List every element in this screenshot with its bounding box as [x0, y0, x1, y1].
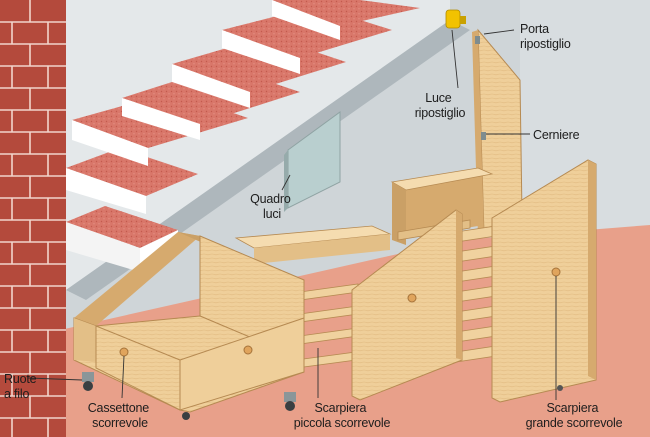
label-ruote-a-filo: Ruote a filo [4, 372, 40, 401]
hinge-icon [481, 132, 486, 140]
stair-step [66, 148, 198, 214]
bulb-icon [445, 9, 466, 29]
label-cerniere: Cerniere [533, 128, 580, 142]
label-porta-ripostiglio: Porta ripostiglio [520, 22, 571, 51]
stair-step [272, 0, 420, 40]
label-quadro-luci: Quadro luci [250, 192, 294, 221]
shoe-rack-shelves [455, 225, 497, 363]
knob-icon [243, 345, 253, 355]
knob-icon [551, 267, 561, 277]
label-luce-ripostiglio: Luce ripostiglio [415, 91, 466, 120]
scarpiera-piccola [234, 209, 463, 401]
wheel-icon [182, 412, 190, 420]
label-scarpiera-grande: Scarpiera grande scorrevole [526, 401, 623, 430]
brick-column [0, 0, 66, 437]
cassettone [73, 232, 305, 420]
knob-icon [407, 293, 417, 303]
wheel-icon [82, 372, 94, 391]
label-scarpiera-piccola: Scarpiera piccola scorrevole [294, 401, 391, 430]
leader-lines [27, 29, 557, 400]
light-panel [284, 111, 341, 212]
label-cassettone-scorrevole: Cassettone scorrevole [88, 401, 153, 430]
staircase [66, 0, 470, 300]
knob-icon [119, 347, 129, 357]
scarpiera-grande [390, 159, 597, 403]
wheel-icon [284, 392, 296, 411]
hinge-icon [475, 36, 480, 44]
storage-door [472, 28, 523, 238]
wheel-icon [557, 385, 563, 391]
